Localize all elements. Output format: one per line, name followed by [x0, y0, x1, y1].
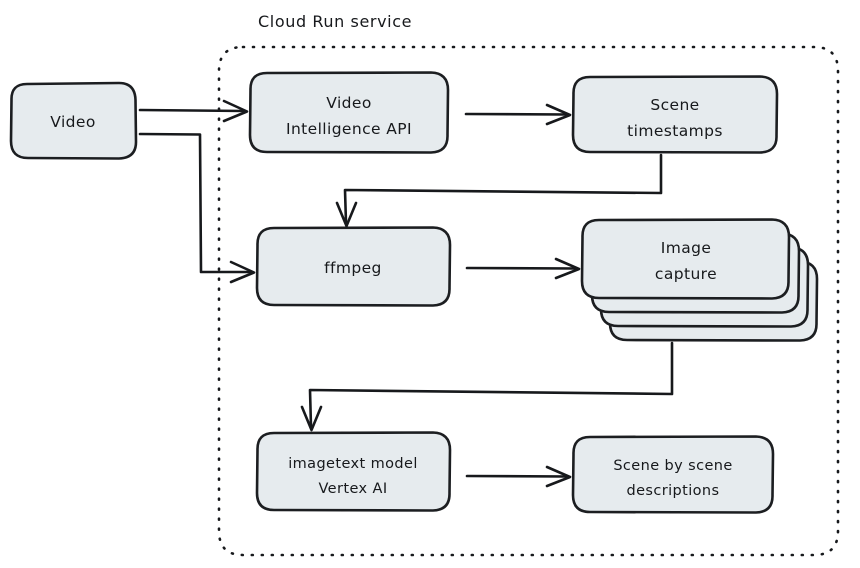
node-scene-timestamps-shape [571, 75, 779, 154]
node-video-intelligence-api-shape [248, 71, 450, 154]
node-ffmpeg[interactable]: ffmpeg [255, 226, 452, 307]
node-video-intelligence-api[interactable]: Video Intelligence API [248, 71, 450, 154]
node-scene-descriptions-label-line2: descriptions [627, 483, 720, 499]
node-image-capture-stack-card-1 [580, 218, 791, 300]
cloud-run-service-group: Cloud Run service [217, 12, 840, 557]
node-ffmpeg-shape [255, 226, 452, 307]
node-video-label: Video [50, 113, 95, 131]
group-label: Cloud Run service [258, 12, 412, 31]
node-imagetext-model-label-line1: imagetext model [288, 456, 418, 472]
edge-video-to-video-intelligence-api [138, 99, 249, 123]
edge-image-capture-to-imagetext-model [300, 341, 674, 432]
node-video-intelligence-api-label-line2: Intelligence API [286, 120, 412, 138]
node-scene-timestamps-label-line2: timestamps [627, 122, 723, 140]
node-ffmpeg-label: ffmpeg [324, 259, 382, 277]
node-imagetext-model-label-line2: Vertex AI [318, 481, 387, 497]
node-image-capture[interactable]: Image capture [580, 218, 819, 342]
node-imagetext-model[interactable]: imagetext model Vertex AI [255, 431, 452, 512]
node-image-capture-label-line2: capture [655, 265, 717, 283]
node-video[interactable]: Video [9, 81, 138, 160]
node-scene-descriptions[interactable]: Scene by scene descriptions [571, 435, 775, 514]
edge-ffmpeg-to-image-capture [465, 257, 581, 280]
node-imagetext-model-shape [255, 431, 452, 512]
edge-video-intelligence-api-to-scene-timestamps [464, 103, 572, 126]
node-video-intelligence-api-label-line1: Video [326, 94, 371, 112]
node-scene-timestamps[interactable]: Scene timestamps [571, 75, 779, 154]
edge-imagetext-model-to-scene-descriptions [465, 465, 572, 488]
node-scene-descriptions-label-line1: Scene by scene [613, 458, 732, 474]
node-video-shape [9, 81, 138, 160]
edge-scene-timestamps-to-ffmpeg [335, 153, 663, 228]
node-scene-timestamps-label-line1: Scene [650, 96, 699, 114]
edge-video-to-ffmpeg [138, 132, 256, 284]
node-scene-descriptions-shape [571, 435, 775, 514]
node-image-capture-label-line1: Image [661, 239, 712, 257]
